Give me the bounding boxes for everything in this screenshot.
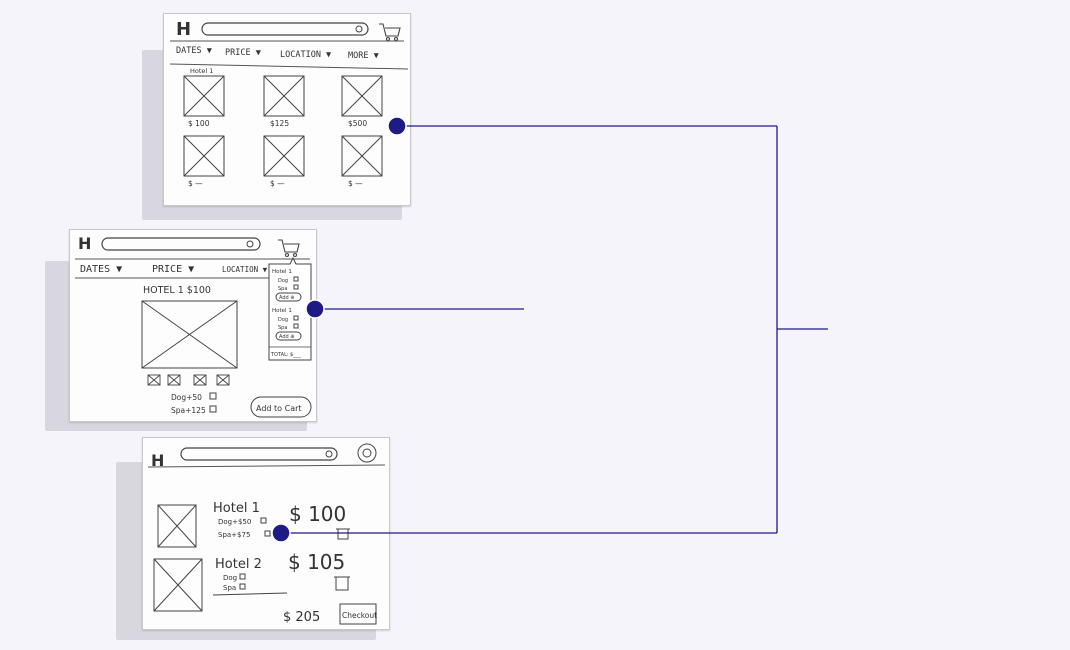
listing-item-price: $125 (270, 119, 289, 128)
listing-image-placeholder (263, 75, 305, 117)
user-avatar-icon (357, 443, 377, 463)
cart-item-2-name: Hotel 2 (215, 557, 262, 572)
listing-item-price: $500 (348, 119, 367, 128)
cart-item-1-opt-spa: Spa+$75 (218, 531, 250, 539)
cart-wireframe-card[interactable]: H Hotel 1 Dog+$50 Spa+$75 $ 100 (142, 437, 390, 630)
cart-popup: Hotel 1 Dog Spa Add ⊕ Hotel 1 Dog Spa Ad… (268, 256, 312, 361)
detail-option-spa: Spa+125 (171, 406, 206, 415)
cart-item-2-opt-dog: Dog (223, 574, 237, 582)
listing-grid-item[interactable]: $500 (341, 75, 383, 128)
cart-popup-item-1-dog-checkbox[interactable] (293, 276, 299, 282)
cart-item-2-price: $ 105 (288, 550, 345, 574)
cart-popup-item-1-add-button[interactable] (275, 292, 302, 302)
cart-popup-item-2-name: Hotel 1 (272, 308, 292, 314)
detail-thumbnails (147, 374, 230, 386)
detail-option-spa-checkbox[interactable] (209, 405, 217, 413)
detail-logo: H (78, 234, 91, 253)
cart-icon (379, 23, 401, 42)
cart-item-2-spa-checkbox[interactable] (239, 583, 246, 590)
cart-wireframe-drawing: H Hotel 1 Dog+$50 Spa+$75 $ 100 (147, 443, 386, 625)
cart-popup-item-2-spa-checkbox[interactable] (293, 323, 299, 329)
cart-item-2-trash-icon[interactable] (334, 576, 350, 591)
cart-icon (278, 239, 300, 258)
listing-grid-item[interactable]: $ — (341, 135, 383, 188)
cart-popup-item-2-dog: Dog (278, 317, 288, 323)
listing-grid-item[interactable]: $125 (263, 75, 305, 128)
cart-popup-item-1-spa-checkbox[interactable] (293, 284, 299, 290)
detail-option-dog: Dog+50 (171, 393, 202, 402)
search-icon (246, 240, 254, 248)
listing-image-placeholder (341, 75, 383, 117)
detail-filter-dates[interactable]: DATES ▼ (80, 264, 122, 275)
cart-popup-item-1-spa: Spa (278, 286, 287, 292)
cart-popup-item-1-add-label: Add ⊕ (279, 295, 294, 301)
listing-wireframe-card[interactable]: H DATES ▼ PRICE ▼ LOCATION ▼ MORE ▼ Hote… (163, 13, 411, 206)
cart-item-1-price: $ 100 (289, 502, 346, 526)
cart-popup-total: TOTAL: $___ (270, 352, 301, 358)
cart-item-1-trash-icon[interactable] (336, 528, 350, 540)
cart-popup-item-1-dog: Dog (278, 278, 288, 284)
listing-grid-item[interactable]: Hotel 1 $ 100 (183, 67, 225, 128)
checkout-button[interactable] (339, 603, 377, 625)
detail-wireframe-card[interactable]: H DATES ▼ PRICE ▼ LOCATION ▼ HOTEL 1 $10… (69, 229, 317, 422)
listing-wireframe-drawing: H DATES ▼ PRICE ▼ LOCATION ▼ MORE ▼ Hote… (169, 19, 409, 188)
cart-item-1-name: Hotel 1 (213, 501, 260, 516)
listing-filter-more[interactable]: MORE ▼ (348, 51, 380, 61)
cart-item-2-dog-checkbox[interactable] (239, 573, 246, 580)
cart-item-1-opt-dog: Dog+$50 (218, 518, 251, 526)
listing-image-placeholder (183, 75, 225, 117)
search-icon (355, 25, 363, 33)
listing-filter-location[interactable]: LOCATION ▼ (280, 50, 332, 60)
detail-title: HOTEL 1 $100 (143, 285, 211, 296)
listing-grid-item[interactable]: $ — (263, 135, 305, 188)
cart-item-2-opt-spa: Spa (223, 584, 236, 592)
listing-logo: H (176, 19, 191, 40)
cart-popup-item-2-dog-checkbox[interactable] (293, 315, 299, 321)
detail-connector-handle[interactable] (305, 299, 325, 319)
listing-image-placeholder (263, 135, 305, 177)
detail-add-to-cart-button[interactable] (250, 396, 312, 418)
listing-image-placeholder (183, 135, 225, 177)
listing-filter-dates[interactable]: DATES ▼ (176, 46, 213, 56)
detail-hero-image (141, 300, 238, 369)
listing-image-placeholder (341, 135, 383, 177)
cart-popup-item-1-name: Hotel 1 (272, 269, 292, 275)
cart-logo: H (151, 451, 164, 470)
detail-wireframe-drawing: H DATES ▼ PRICE ▼ LOCATION ▼ HOTEL 1 $10… (75, 234, 312, 418)
cart-item-2-image (153, 558, 203, 612)
cart-total: $ 205 (283, 610, 320, 625)
listing-item-price: $ — (270, 179, 285, 188)
listing-grid-item[interactable]: $ — (183, 135, 225, 188)
detail-filter-price[interactable]: PRICE ▼ (152, 264, 194, 275)
cart-connector-handle[interactable] (271, 523, 291, 543)
listing-item-price: $ 100 (188, 119, 210, 128)
listing-filter-price[interactable]: PRICE ▼ (225, 48, 262, 58)
cart-popup-item-2-spa: Spa (278, 325, 287, 331)
cart-item-1-dog-checkbox[interactable] (260, 517, 267, 524)
cart-item-1-image (157, 504, 197, 548)
listing-connector-handle[interactable] (387, 116, 407, 136)
cart-popup-item-2-add-button[interactable] (275, 331, 302, 341)
cart-item-1-spa-checkbox[interactable] (264, 530, 271, 537)
listing-item-price: $ — (348, 179, 363, 188)
detail-filter-location[interactable]: LOCATION ▼ (222, 265, 268, 274)
detail-option-dog-checkbox[interactable] (209, 392, 217, 400)
cart-popup-item-2-add-label: Add ⊕ (279, 334, 294, 340)
detail-add-to-cart-label: Add to Cart (256, 404, 302, 413)
listing-item-price: $ — (188, 179, 203, 188)
listing-item-label: Hotel 1 (190, 67, 213, 75)
search-icon (325, 450, 333, 458)
checkout-label: Checkout (342, 611, 377, 620)
